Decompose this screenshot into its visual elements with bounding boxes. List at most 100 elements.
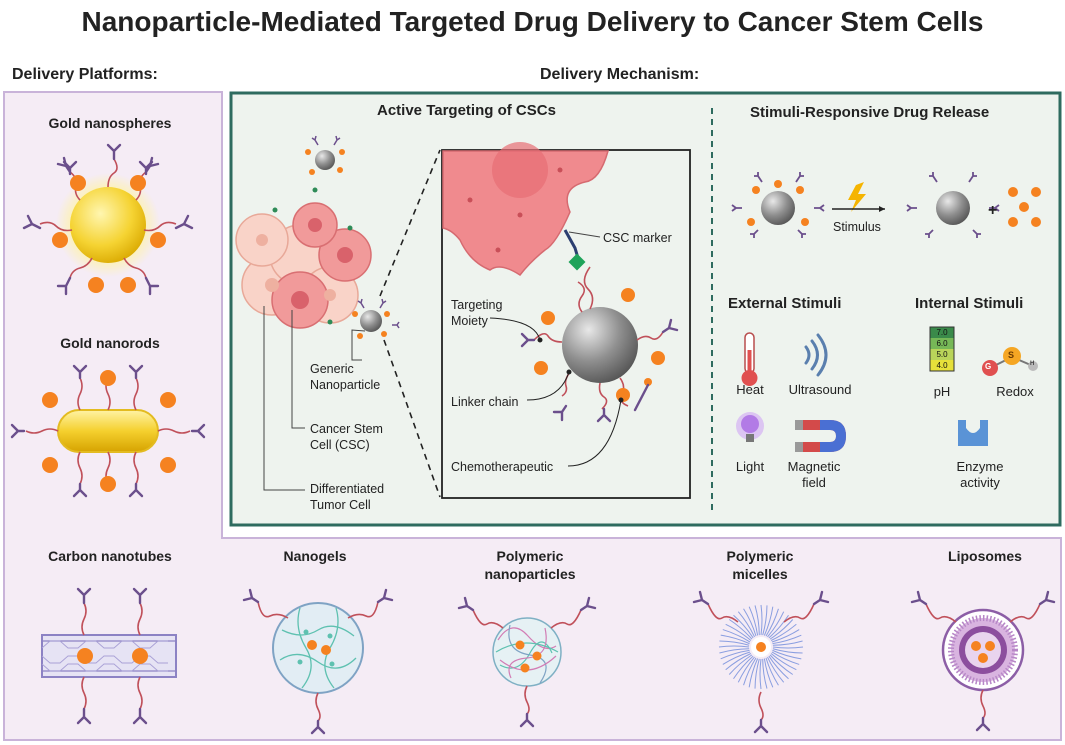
magnetic-field-label: Magnetic field bbox=[787, 459, 841, 490]
ph-scale-icon bbox=[929, 326, 955, 372]
stimuli-np-after bbox=[906, 172, 1000, 238]
label-carbon-nanotubes: Carbon nanotubes bbox=[48, 548, 172, 564]
micelle-polymer-chain bbox=[768, 655, 789, 680]
micelle-polymer-chain bbox=[762, 658, 768, 689]
micelle-polymer-chain bbox=[772, 648, 803, 654]
external-stimuli-title: External Stimuli bbox=[728, 295, 842, 312]
micelle-polymer-chain bbox=[768, 614, 789, 639]
label-polymeric-nanoparticles: Polymeric nanoparticles bbox=[484, 548, 576, 582]
ph-value: 6.0 bbox=[936, 339, 948, 348]
micelle-polymer-chain bbox=[770, 653, 797, 671]
micelle-polymer-chain bbox=[725, 653, 752, 671]
label-gold-nanospheres: Gold nanospheres bbox=[48, 115, 172, 131]
label-gold-nanorods: Gold nanorods bbox=[60, 335, 160, 351]
lightbulb-icon bbox=[736, 412, 764, 442]
micelle-polymer-chain bbox=[760, 604, 763, 636]
micelle-polymer-chain bbox=[725, 623, 752, 641]
carbon-nanotube-graphic bbox=[41, 587, 177, 725]
stimulus-label: Stimulus bbox=[833, 220, 881, 234]
targeting-moiety-label: Targeting Moiety bbox=[451, 298, 503, 328]
micelle-polymer-chain bbox=[743, 657, 757, 686]
ph-value: 7.0 bbox=[936, 328, 948, 337]
redox-letter-g: G bbox=[985, 362, 992, 371]
redox-label: Redox bbox=[996, 384, 1034, 399]
gold-nanosphere-graphic bbox=[22, 143, 194, 296]
active-targeting-title: Active Targeting of CSCs bbox=[377, 102, 556, 119]
micelle-polymer-chain bbox=[763, 658, 774, 688]
nanogel-graphic bbox=[242, 588, 394, 735]
gold-nanorod-graphic bbox=[10, 364, 206, 498]
ph-label: pH bbox=[933, 384, 951, 399]
micelle-polymer-chain bbox=[772, 646, 804, 649]
redox-letter-s: S bbox=[1008, 350, 1015, 360]
enzyme-icon bbox=[958, 420, 988, 446]
micelle-polymer-chain bbox=[763, 606, 774, 636]
thermometer-icon bbox=[741, 332, 758, 386]
micelle-polymer-chain bbox=[772, 634, 802, 645]
micelle-polymer-chain bbox=[765, 608, 779, 637]
micelle-polymer-chain bbox=[737, 656, 755, 683]
ultrasound-icon bbox=[804, 333, 828, 377]
csc-label: Cancer Stem Cell (CSC) bbox=[310, 422, 383, 452]
internal-stimuli-title: Internal Stimuli bbox=[915, 295, 1024, 312]
micelle-polymer-chain bbox=[759, 658, 762, 690]
micelle-polymer-chain bbox=[754, 658, 760, 689]
micelle-polymer-chain bbox=[771, 651, 800, 665]
micelle-polymer-chain bbox=[733, 614, 754, 639]
micelle-polymer-chain bbox=[719, 640, 750, 646]
micelle-polymer-chain bbox=[720, 634, 750, 645]
linker-chain-label: Linker chain bbox=[451, 395, 519, 409]
generic-nanoparticle-large bbox=[520, 266, 679, 423]
micelle-polymer-chain bbox=[762, 605, 768, 636]
polymeric-micelle-graphic bbox=[692, 590, 830, 734]
light-label: Light bbox=[735, 459, 765, 474]
stimuli-release-title: Stimuli-Responsive Drug Release bbox=[750, 104, 990, 121]
generic-np-label: Generic Nanoparticle bbox=[310, 362, 381, 392]
micelle-polymer-chain bbox=[767, 656, 785, 683]
micelle-polymer-chain bbox=[770, 623, 797, 641]
micelle-polymer-chain bbox=[718, 645, 750, 648]
cell-membrane bbox=[442, 150, 609, 277]
micelle-polymer-chain bbox=[769, 654, 794, 675]
ph-value: 4.0 bbox=[936, 361, 948, 370]
ph-scale-values: 7.0 6.0 5.0 4.0 bbox=[930, 327, 954, 371]
ultrasound-label: Ultrasound bbox=[788, 382, 852, 397]
svg-text:+: + bbox=[988, 202, 997, 219]
enzyme-activity-label: Enzyme activity bbox=[956, 459, 1004, 490]
tumor-cell-cluster bbox=[235, 187, 372, 329]
micelle-polymer-chain bbox=[771, 629, 800, 643]
chemotherapeutic-label: Chemotherapeutic bbox=[451, 460, 554, 474]
label-polymeric-micelles: Polymeric micelles bbox=[726, 548, 794, 582]
magnet-icon bbox=[795, 420, 846, 452]
ph-value: 5.0 bbox=[936, 350, 948, 359]
micelle-polymer-chain bbox=[769, 619, 794, 640]
stimuli-np-before bbox=[731, 172, 825, 238]
polymeric-nanoparticle-graphic bbox=[457, 596, 597, 728]
redox-letter-h: H bbox=[1030, 361, 1035, 367]
page-title: Nanoparticle-Mediated Targeted Drug Deli… bbox=[81, 6, 984, 37]
mechanism-heading: Delivery Mechanism: bbox=[540, 66, 700, 83]
micelle-polymer-chain bbox=[748, 606, 759, 636]
csc-marker-label: CSC marker bbox=[603, 231, 672, 245]
micelle-polymer-chain bbox=[719, 648, 750, 654]
micelle-polymer-chain bbox=[737, 611, 755, 638]
micelle-polymer-chain bbox=[733, 655, 754, 680]
micelle-polymer-chain bbox=[765, 657, 779, 686]
liposome-graphic bbox=[910, 590, 1056, 732]
generic-nanoparticle-bound bbox=[352, 298, 400, 339]
differentiated-cell-label: Differentiated Tumor Cell bbox=[310, 482, 385, 512]
micelle-polymer-chain bbox=[722, 629, 751, 643]
micelle-polymer-chain bbox=[754, 605, 760, 636]
platforms-heading: Delivery Platforms: bbox=[12, 66, 158, 83]
label-nanogels: Nanogels bbox=[283, 548, 347, 564]
heat-label: Heat bbox=[736, 382, 764, 397]
micelle-polymer-chain bbox=[728, 619, 753, 640]
label-liposomes: Liposomes bbox=[948, 548, 1022, 564]
generic-nanoparticle-small-top bbox=[305, 135, 345, 175]
redox-molecule-icon bbox=[982, 347, 1038, 376]
micelle-polymer-chain bbox=[772, 640, 803, 646]
micelle-polymer-chain bbox=[720, 649, 750, 660]
lightning-icon bbox=[848, 182, 866, 212]
micelle-polymer-chain bbox=[748, 658, 759, 688]
